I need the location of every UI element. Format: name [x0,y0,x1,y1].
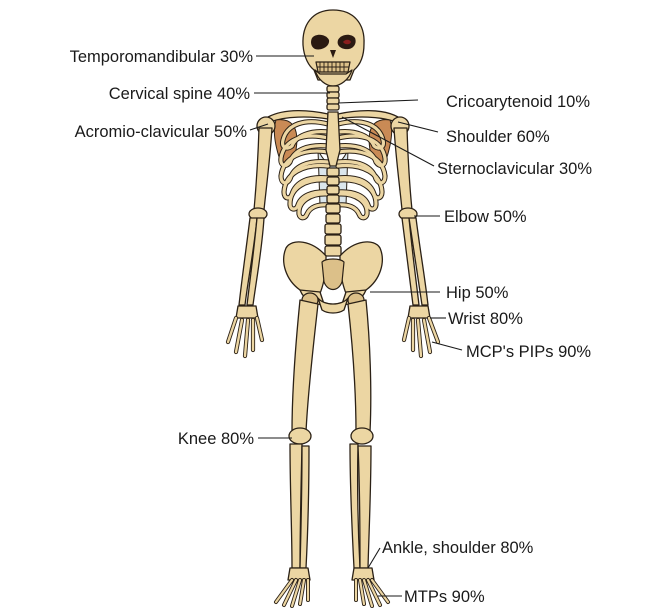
left-arm [228,117,275,356]
skull [303,10,364,86]
cervical-spine [327,86,339,110]
leader-ankle [368,548,380,568]
label-shoulder: Shoulder 60% [446,128,550,146]
label-elbow: Elbow 50% [444,208,527,226]
leader-cricoarytenoid [338,100,418,103]
label-mtp: MTPs 90% [404,588,485,606]
leader-mcp-pip [432,342,462,350]
label-acromio-clavicular: Acromio-clavicular 50% [75,123,248,141]
label-hip: Hip 50% [446,284,509,302]
left-leg [276,300,318,606]
label-wrist: Wrist 80% [448,310,523,328]
vertebral-column [325,168,341,256]
label-knee: Knee 80% [178,430,254,448]
label-temporomandibular: Temporomandibular 30% [70,48,254,66]
label-mcp-pip: MCP's PIPs 90% [466,343,591,361]
right-leg [348,300,388,606]
label-cervical-spine: Cervical spine 40% [109,85,251,103]
label-sternoclavicular: Sternoclavicular 30% [437,160,592,178]
skeleton-illustration [228,10,438,606]
label-cricoarytenoid: Cricoarytenoid 10% [446,93,590,111]
label-ankle: Ankle, shoulder 80% [382,539,534,557]
right-arm [391,117,438,356]
